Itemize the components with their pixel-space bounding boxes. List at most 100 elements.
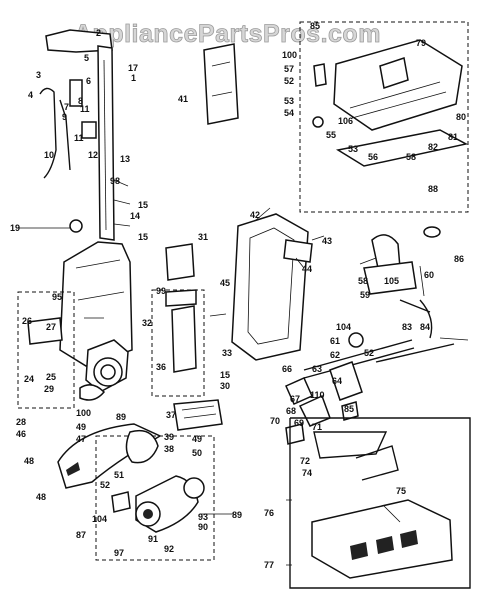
label-89: 88 <box>428 184 438 194</box>
label-106: 105 <box>384 276 399 286</box>
label-81: 80 <box>456 112 466 122</box>
label-79: 79 <box>416 38 426 48</box>
label-109: 106 <box>338 116 353 126</box>
label-11b: 11 <box>74 133 84 143</box>
label-88: 87 <box>76 530 86 540</box>
label-33: 33 <box>222 348 232 358</box>
motor-assembly <box>57 399 223 561</box>
power-nozzle <box>299 21 469 213</box>
label-86: 85 <box>344 404 354 414</box>
label-53a: 52 <box>284 76 294 86</box>
label-31: 31 <box>198 232 208 242</box>
label-67: 66 <box>282 364 292 374</box>
label-72: 71 <box>312 422 322 432</box>
bag-plate <box>203 43 239 125</box>
label-104: 104 <box>92 514 107 524</box>
label-56: 55 <box>326 130 336 140</box>
label-78: 77 <box>264 560 274 570</box>
label-4: 4 <box>28 90 33 100</box>
label-10: 10 <box>44 150 54 160</box>
bag-housing <box>231 213 313 361</box>
label-26: 26 <box>22 316 32 326</box>
leader-lines <box>16 207 469 566</box>
label-14: 14 <box>130 211 140 221</box>
watermark: AppliancePartsPros.com <box>74 20 381 48</box>
label-74: 72 <box>300 456 310 466</box>
label-63: 62 <box>330 350 340 360</box>
label-7: 7 <box>64 102 69 112</box>
label-64: 63 <box>312 364 322 374</box>
label-76: 75 <box>396 486 406 496</box>
agitator-assembly <box>285 226 455 445</box>
label-15a: 15 <box>138 200 148 210</box>
label-1: 1 <box>131 73 136 83</box>
label-49: 48 <box>36 492 46 502</box>
label-96: 95 <box>52 292 62 302</box>
label-83: 82 <box>428 142 438 152</box>
label-55: 54 <box>284 108 294 118</box>
label-19: 19 <box>10 223 20 233</box>
label-29: 29 <box>44 384 54 394</box>
label-37: 37 <box>166 410 176 420</box>
label-53b: 53 <box>348 144 358 154</box>
label-84: 83 <box>402 322 412 332</box>
label-3: 3 <box>36 70 41 80</box>
label-80: 85 <box>310 21 320 31</box>
label-60: 59 <box>360 290 370 300</box>
label-51: 51 <box>114 470 124 480</box>
label-24: 24 <box>24 374 34 384</box>
label-105: 104 <box>336 322 351 332</box>
label-42: 43 <box>322 236 332 246</box>
label-45: 46 <box>16 429 26 439</box>
label-90: 89 <box>116 412 126 422</box>
label-82: 81 <box>448 132 458 142</box>
label-8: 8 <box>78 96 83 106</box>
label-11a: 11 <box>80 104 90 114</box>
label-110: 110 <box>310 390 325 400</box>
label-58b: 58 <box>406 152 416 162</box>
label-2: 2 <box>96 28 101 38</box>
label-38: 38 <box>164 444 174 454</box>
label-85: 84 <box>420 322 430 332</box>
label-54: 53 <box>284 96 294 106</box>
label-41: 42 <box>250 210 260 220</box>
label-39: 39 <box>164 432 174 442</box>
label-87: 86 <box>454 254 464 264</box>
label-46: 47 <box>76 434 86 444</box>
label-25: 25 <box>46 372 56 382</box>
label-52: 52 <box>100 480 110 490</box>
label-93: 91 <box>148 534 158 544</box>
label-99: 100 <box>76 408 91 418</box>
label-75: 74 <box>302 468 312 478</box>
label-68: 67 <box>290 394 300 404</box>
label-94: 92 <box>164 544 174 554</box>
label-12: 12 <box>88 150 98 160</box>
label-69: 68 <box>286 406 296 416</box>
label-27: 27 <box>46 322 56 332</box>
label-100: 100 <box>282 50 297 60</box>
label-32: 32 <box>142 318 152 328</box>
label-15c: 15 <box>220 370 230 380</box>
label-58a: 57 <box>284 64 294 74</box>
label-48b: 49 <box>192 434 202 444</box>
label-50: 50 <box>192 448 202 458</box>
label-5: 5 <box>84 53 89 63</box>
label-97b: 97 <box>114 548 124 558</box>
callout-labels: 2 5 17 1 3 4 6 7 8 9 10 11 11 12 13 98 1… <box>10 21 466 570</box>
label-70: 69 <box>294 418 304 428</box>
label-98: 99 <box>156 286 166 296</box>
label-53c: 52 <box>364 348 374 358</box>
label-6: 6 <box>86 76 91 86</box>
label-30a: 30 <box>220 381 230 391</box>
label-95: 93 <box>198 512 208 522</box>
label-15b: 15 <box>138 232 148 242</box>
label-44: 45 <box>220 278 230 288</box>
label-61a: 60 <box>424 270 434 280</box>
label-47: 48 <box>24 456 34 466</box>
base-plate-assembly <box>289 417 471 589</box>
label-40: 41 <box>178 94 188 104</box>
label-91: 89 <box>232 510 242 520</box>
main-housing <box>17 241 133 409</box>
label-13: 13 <box>120 154 130 164</box>
